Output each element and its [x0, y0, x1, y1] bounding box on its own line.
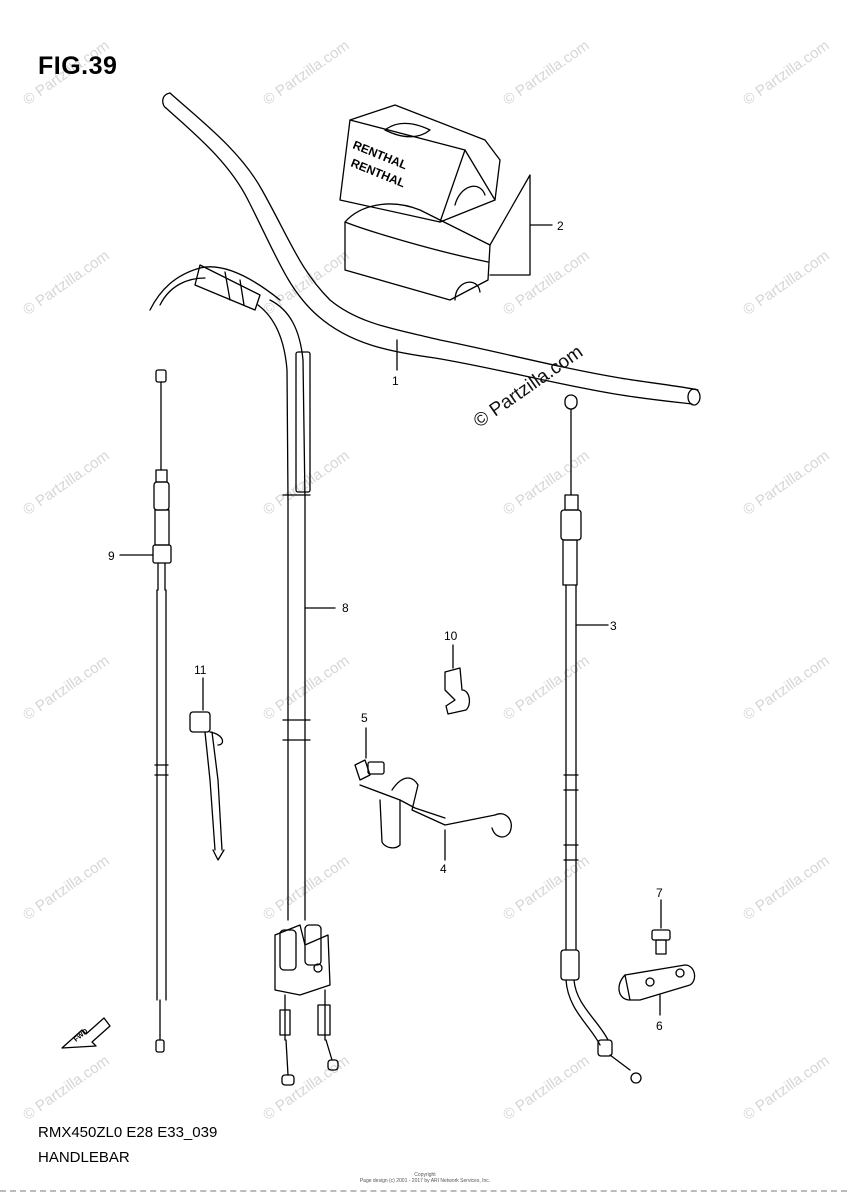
callout-1[interactable]: 1: [392, 374, 399, 388]
figure-title: FIG.39: [38, 52, 118, 80]
clutch-cable[interactable]: [560, 394, 642, 1084]
diagram-code: RMX450ZL0 E28 E33_039: [38, 1124, 218, 1141]
copyright-notice: Copyright Page design (c) 2001 - 2017 by…: [300, 1172, 550, 1184]
clamp[interactable]: [618, 964, 696, 1016]
callout-2[interactable]: 2: [557, 219, 564, 233]
callout-10[interactable]: 10: [444, 629, 458, 643]
cable-clamp[interactable]: [444, 644, 471, 715]
fwd-arrow-icon: [61, 1017, 111, 1049]
callout-8[interactable]: 8: [342, 601, 349, 615]
page-bottom-border: [0, 1190, 847, 1194]
callout-5[interactable]: 5: [361, 711, 368, 725]
cable-tie[interactable]: [189, 677, 225, 861]
callout-labels: 1 2 3 4 5 6 7 8 9 10 11 FWD: [73, 219, 663, 1044]
throttle-cable-set[interactable]: [149, 264, 339, 1086]
hot-start-cable[interactable]: [119, 369, 172, 1053]
copyright-line-2: Page design (c) 2001 - 2017 by ARI Netwo…: [359, 1178, 491, 1184]
guide-bolt[interactable]: [354, 727, 385, 781]
callout-6[interactable]: 6: [656, 1019, 663, 1033]
diagram-name: HANDLEBAR: [38, 1149, 130, 1166]
clamp-bolt[interactable]: [651, 899, 671, 955]
handlebar-pad[interactable]: RENTHAL RENTHAL: [339, 104, 553, 301]
callout-7[interactable]: 7: [656, 886, 663, 900]
callout-9[interactable]: 9: [108, 549, 115, 563]
cable-guide[interactable]: [359, 777, 512, 861]
handlebar[interactable]: [162, 92, 701, 406]
callout-3[interactable]: 3: [610, 619, 617, 633]
callout-4[interactable]: 4: [440, 862, 447, 876]
copyright-line-1: Copyright: [414, 1172, 436, 1178]
callout-11[interactable]: 11: [194, 663, 207, 677]
